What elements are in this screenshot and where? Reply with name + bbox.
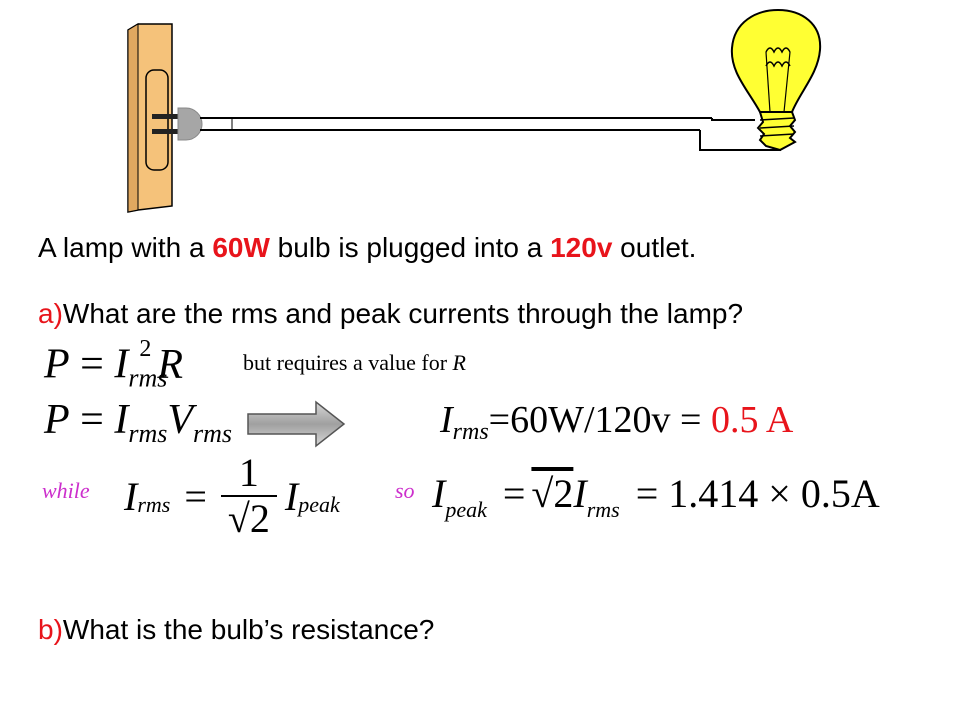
intro-pre: A lamp with a (38, 232, 213, 263)
eq3-current-peak: I (284, 473, 299, 519)
eq1-superscript: 2 (139, 336, 152, 362)
wall-outlet-icon (127, 23, 173, 213)
eq2-voltage-subscript: rms (193, 419, 233, 449)
lamp-cord (200, 117, 781, 151)
light-bulb-icon (730, 8, 822, 152)
eq4-subscript: peak (445, 496, 487, 522)
part-b-question: b)What is the bulb’s resistance? (38, 614, 434, 646)
equation-note: but requires a value for R (243, 350, 466, 376)
eq4-current-rms: I (573, 471, 587, 516)
eq2-current-subscript: rms (128, 419, 168, 449)
eq2-lhs: P (44, 397, 70, 443)
result-value: 0.5 A (710, 399, 794, 441)
eq4-subscript-rms: rms (586, 496, 620, 522)
eq1-equals: = (80, 341, 104, 388)
eq3-fraction-bar (220, 495, 277, 497)
eq1-lhs: P (44, 341, 70, 388)
note-var: R (452, 350, 466, 375)
eq3-current: I (124, 473, 138, 519)
note-pre: but requires a value for (243, 350, 453, 375)
eq3-subscript: rms (137, 492, 171, 517)
part-b-text: What is the bulb’s resistance? (62, 614, 435, 645)
result-subscript: rms (452, 419, 489, 446)
result-expression: =60W/120v = (488, 399, 711, 441)
part-a-text: What are the rms and peak currents throu… (62, 298, 744, 329)
eq4-sqrt: √2 (531, 471, 574, 516)
plug-icon (152, 107, 203, 141)
eq1-current: I (114, 341, 129, 388)
so-label: so (395, 478, 415, 503)
problem-intro: A lamp with a 60W bulb is plugged into a… (38, 232, 696, 264)
lamp-circuit-illustration (127, 8, 822, 213)
equation-peak-result: Ipeak =√2Irms = 1.414 × 0.5A (432, 470, 880, 523)
eq4-current: I (432, 471, 446, 516)
eq3-equals: = (184, 473, 207, 519)
result-current: I (440, 399, 453, 441)
eq3-subscript-peak: peak (298, 492, 340, 517)
right-arrow-icon (247, 400, 346, 448)
intro-power: 60W (212, 232, 270, 263)
eq4-equals: = (502, 471, 526, 516)
eq3-denominator: √2 (227, 496, 270, 541)
part-a-marker: a) (38, 298, 63, 329)
eq2-equals: = (80, 397, 104, 443)
while-label: while (42, 478, 90, 503)
rms-current-result: Irms=60W/120v = 0.5 A (440, 398, 793, 446)
eq3-numerator: 1 (238, 450, 259, 495)
eq2-voltage: V (167, 397, 194, 443)
part-b-marker: b) (38, 614, 63, 645)
eq4-rhs: = 1.414 × 0.5A (635, 471, 880, 516)
intro-post: outlet. (612, 232, 697, 263)
equation-power-voltage: P = IrmsVrms (44, 396, 232, 449)
eq1-resistance: R (157, 341, 184, 388)
part-a-question: a)What are the rms and peak currents thr… (38, 298, 743, 330)
intro-mid: bulb is plugged into a (269, 232, 551, 263)
eq1-subscript: rms (128, 363, 168, 393)
eq2-current: I (114, 397, 129, 443)
eq3-fraction: 1 √2 (220, 450, 277, 541)
intro-voltage: 120v (550, 232, 613, 263)
